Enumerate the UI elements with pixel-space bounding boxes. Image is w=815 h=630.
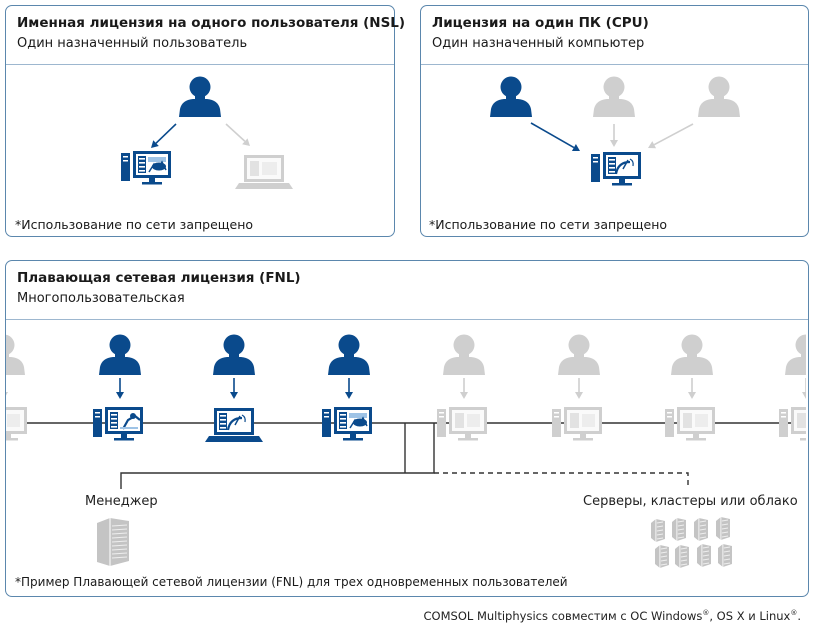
nsl-note: *Использование по сети запрещено — [15, 217, 254, 232]
arrow-icon — [345, 378, 353, 399]
cluster-servers-icon — [651, 517, 732, 568]
nsl-panel: Именная лицензия на одного пользователя … — [5, 5, 405, 237]
user-icon — [443, 334, 485, 375]
registered-mark-icon: ® — [790, 609, 798, 618]
registered-mark-icon: ® — [702, 609, 710, 618]
server-icon — [694, 518, 708, 541]
cloud-label: Серверы, кластеры или облако — [583, 494, 798, 509]
server-icon — [675, 545, 689, 568]
arrow-icon — [230, 378, 238, 399]
monitor-icon — [779, 407, 806, 441]
arrow-icon — [688, 378, 696, 399]
monitor-icon — [591, 152, 641, 186]
arrow-icon — [802, 378, 806, 399]
user-icon — [99, 334, 141, 375]
arrow-icon — [575, 378, 583, 399]
arrow-icon — [648, 123, 694, 149]
footer-text-end: . — [797, 609, 801, 623]
monitor-icon — [121, 151, 171, 185]
laptop-icon — [235, 155, 293, 189]
server-icon — [655, 545, 669, 568]
arrow-icon — [530, 122, 580, 151]
user-icon — [671, 334, 713, 375]
laptop-icon — [205, 408, 263, 442]
arrow-icon — [225, 123, 250, 146]
arrow-icon — [6, 392, 8, 399]
cpu-panel: Лицензия на один ПК (CPU) Один назначенн… — [420, 5, 809, 237]
cpu-header: Лицензия на один ПК (CPU) Один назначенн… — [421, 6, 808, 65]
arrow-icon — [460, 378, 468, 399]
nsl-subtitle: Один назначенный пользователь — [17, 36, 248, 51]
nsl-header: Именная лицензия на одного пользователя … — [6, 6, 405, 65]
fnl-panel: Плавающая сетевая лицензия (FNL) Многопо… — [5, 260, 809, 597]
fnl-title: Плавающая сетевая лицензия (FNL) — [17, 270, 301, 286]
monitor-icon — [6, 407, 27, 441]
server-icon — [672, 518, 686, 541]
footer-text-mid: , OS X и Linux — [709, 609, 791, 623]
user-icon — [6, 334, 25, 375]
monitor-icon — [322, 407, 372, 441]
server-icon — [718, 544, 732, 567]
user-icon — [213, 334, 255, 375]
fnl-header: Плавающая сетевая лицензия (FNL) Многопо… — [6, 261, 808, 320]
manager-link — [120, 423, 435, 489]
manager-server-icon — [97, 518, 129, 566]
nsl-title: Именная лицензия на одного пользователя … — [17, 15, 406, 31]
arrow-icon — [610, 124, 618, 147]
server-icon — [651, 519, 665, 542]
fnl-note: *Пример Плавающей сетевой лицензии (FNL)… — [15, 575, 568, 589]
fnl-subtitle: Многопользовательская — [17, 291, 185, 306]
cloud-link — [434, 472, 689, 489]
user-icon — [490, 76, 532, 117]
arrow-icon — [116, 378, 124, 399]
cpu-subtitle: Один назначенный компьютер — [432, 36, 645, 51]
server-icon — [697, 544, 711, 567]
monitor-icon — [437, 407, 487, 441]
monitor-icon — [665, 407, 715, 441]
user-icon — [785, 334, 806, 375]
user-icon — [698, 76, 740, 117]
compatibility-footer: COMSOL Multiphysics совместим с ОС Windo… — [424, 609, 801, 623]
user-icon — [179, 76, 221, 117]
user-icon — [328, 334, 370, 375]
user-icon — [558, 334, 600, 375]
server-icon — [716, 517, 730, 540]
monitor-icon — [552, 407, 602, 441]
cpu-title: Лицензия на один ПК (CPU) — [432, 15, 649, 31]
footer-text: COMSOL Multiphysics совместим с ОС Windo… — [423, 609, 703, 623]
cpu-note: *Использование по сети запрещено — [429, 217, 668, 232]
monitor-icon — [93, 407, 143, 441]
manager-label: Менеджер — [85, 494, 158, 509]
user-icon — [593, 76, 635, 117]
arrow-icon — [151, 123, 177, 148]
